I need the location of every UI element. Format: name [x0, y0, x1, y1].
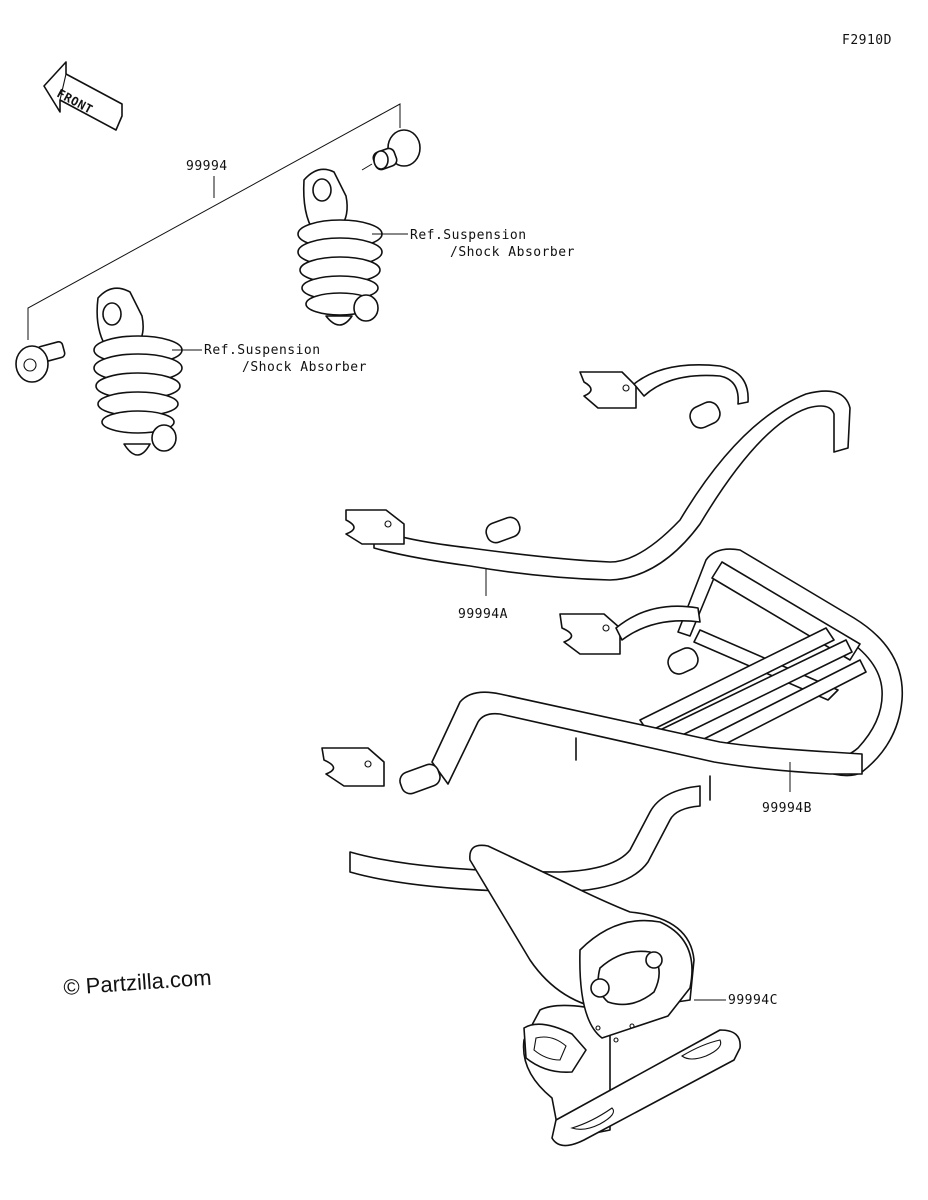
- bolt-icon: [15, 341, 66, 383]
- rear-rack-icon: [321, 548, 904, 893]
- ref-label-upper-2: /Shock Absorber: [450, 245, 575, 260]
- license-bracket-icon: [469, 844, 741, 1147]
- figure-code: F2910D: [842, 33, 892, 48]
- collar-icon: [361, 129, 421, 171]
- callout-99994C: 99994C: [728, 993, 778, 1008]
- kit-leader: [27, 103, 401, 340]
- shock-absorber-upper-icon: [297, 168, 383, 326]
- front-arrow-icon: FRONT: [43, 61, 123, 131]
- ref-label-lower-1: Ref.Suspension: [204, 343, 321, 358]
- ref-label-lower-2: /Shock Absorber: [242, 360, 367, 375]
- callout-99994A: 99994A: [458, 607, 508, 622]
- callout-99994B: 99994B: [762, 801, 812, 816]
- rear-bar-icon: [345, 364, 851, 581]
- shock-absorber-lower-icon: [93, 287, 183, 456]
- ref-label-upper-1: Ref.Suspension: [410, 228, 527, 243]
- callout-99994: 99994: [186, 159, 228, 174]
- partzilla-watermark: © Partzilla.com: [63, 965, 213, 1000]
